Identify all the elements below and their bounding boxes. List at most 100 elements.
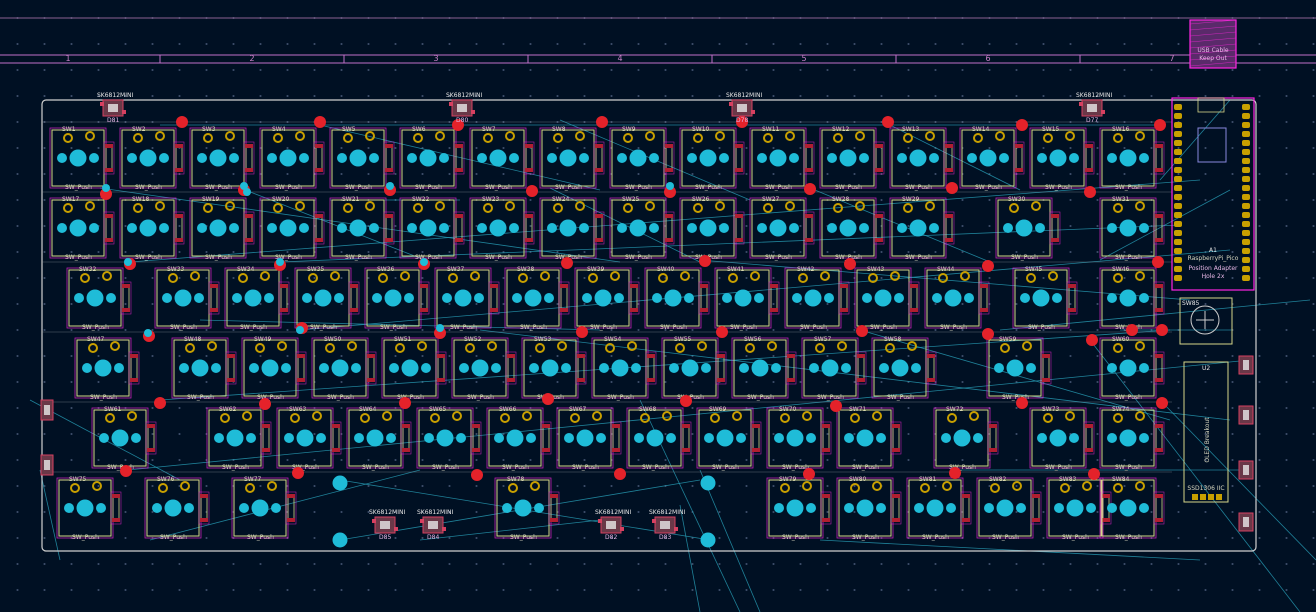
switch-center-hole	[979, 149, 997, 167]
diode-pad-k	[1155, 238, 1163, 242]
switch-pin-2	[225, 201, 235, 211]
led-pad	[620, 527, 624, 531]
diode-pad-a	[1051, 214, 1059, 218]
via	[844, 258, 856, 270]
switch-reference: SW28	[832, 196, 850, 203]
switch-value: SW_Push	[135, 184, 162, 191]
switch-pin-2	[732, 411, 742, 421]
diode-courtyard	[383, 211, 395, 245]
diode-courtyard	[243, 141, 255, 175]
switch-value: SW_Push	[327, 394, 354, 401]
switch-reference: SW62	[219, 406, 237, 413]
switch-peg-hole-right	[1016, 503, 1026, 513]
diode-courtyard	[890, 421, 902, 455]
switch-center-hole	[909, 149, 927, 167]
switch-peg-hole-left	[1107, 363, 1117, 373]
diode-pad-k	[910, 308, 918, 312]
diode-pad-k	[525, 238, 533, 242]
switch-peg-hole-right	[1035, 223, 1045, 233]
keepout-hatch	[1189, 49, 1237, 55]
pico-pin-right	[1242, 266, 1250, 272]
switch-center-hole	[366, 429, 384, 447]
diode-body	[822, 495, 830, 521]
diode-pad-a	[105, 214, 113, 218]
switch-value: SW_Push	[345, 254, 372, 261]
diode-pad-a	[1032, 494, 1040, 498]
diode-pad-k	[1051, 238, 1059, 242]
via	[1126, 324, 1138, 336]
switch-pin-1	[553, 203, 563, 213]
switch-center-hole	[891, 359, 909, 377]
switch-value: SW_Push	[660, 324, 687, 331]
diode-pad-k	[630, 308, 638, 312]
switch-pin-1	[623, 133, 633, 143]
diode-courtyard	[908, 281, 920, 315]
switch-pin-2	[365, 201, 375, 211]
switch-center-hole	[769, 149, 787, 167]
switch-reference: SW73	[1042, 406, 1060, 413]
ratsnest-line	[39, 469, 61, 561]
switch-peg-hole-left	[599, 363, 609, 373]
switch-reference: SW82	[989, 476, 1007, 483]
switch-pin-2	[330, 271, 340, 281]
diode-pad-k	[210, 308, 218, 312]
diode-pad-k	[332, 448, 340, 452]
diode-body	[752, 425, 760, 451]
diode-pad-a	[822, 424, 830, 428]
switch-center-hole	[594, 289, 612, 307]
switch-peg-hole-right	[806, 503, 816, 513]
switch-value: SW_Push	[82, 324, 109, 331]
diode-body	[210, 285, 218, 311]
switch-reference: SW16	[1112, 126, 1130, 133]
switch-pin-1	[798, 273, 808, 283]
switch-value: SW_Push	[1011, 254, 1038, 261]
diode-courtyard	[715, 351, 727, 385]
switch-reference: SW1	[62, 126, 76, 133]
switch-peg-hole-right	[719, 223, 729, 233]
switch-peg-hole-left	[337, 153, 347, 163]
mounting-hole	[332, 475, 348, 491]
diode-pad-k	[507, 378, 515, 382]
pico-pin-right	[1242, 122, 1250, 128]
switch-pin-2	[872, 411, 882, 421]
switch-pin-2	[435, 201, 445, 211]
diode-pad-k	[385, 238, 393, 242]
switch-peg-hole-left	[862, 293, 872, 303]
switch-peg-hole-left	[239, 503, 249, 513]
switch-pin-2	[995, 131, 1005, 141]
diode-body	[665, 215, 673, 241]
switch-peg-hole-right	[271, 503, 281, 513]
diode-pad-a	[700, 284, 708, 288]
switch-peg-hole-left	[1107, 223, 1117, 233]
switch-pin-2	[225, 131, 235, 141]
switch-pin-1	[483, 203, 493, 213]
switch-peg-hole-left	[704, 433, 714, 443]
switch-reference: SW64	[359, 406, 377, 413]
led-pad	[372, 519, 376, 523]
switch-peg-hole-left	[1054, 503, 1064, 513]
switch-reference: SW26	[692, 196, 710, 203]
switch-center-hole	[734, 289, 752, 307]
switch-peg-hole-left	[127, 223, 137, 233]
diode-courtyard	[1066, 281, 1078, 315]
diode-courtyard	[680, 421, 692, 455]
switch-pin-1	[430, 413, 440, 423]
switch-reference: SW56	[744, 336, 762, 343]
pico-pin-left	[1174, 176, 1182, 182]
led-value: SK6812MINI	[97, 92, 133, 99]
pico-pin-right	[1242, 257, 1250, 263]
diode-body	[200, 495, 208, 521]
diode-courtyard	[733, 211, 745, 245]
diode-pad-k	[1085, 168, 1093, 172]
diode-body	[875, 215, 883, 241]
